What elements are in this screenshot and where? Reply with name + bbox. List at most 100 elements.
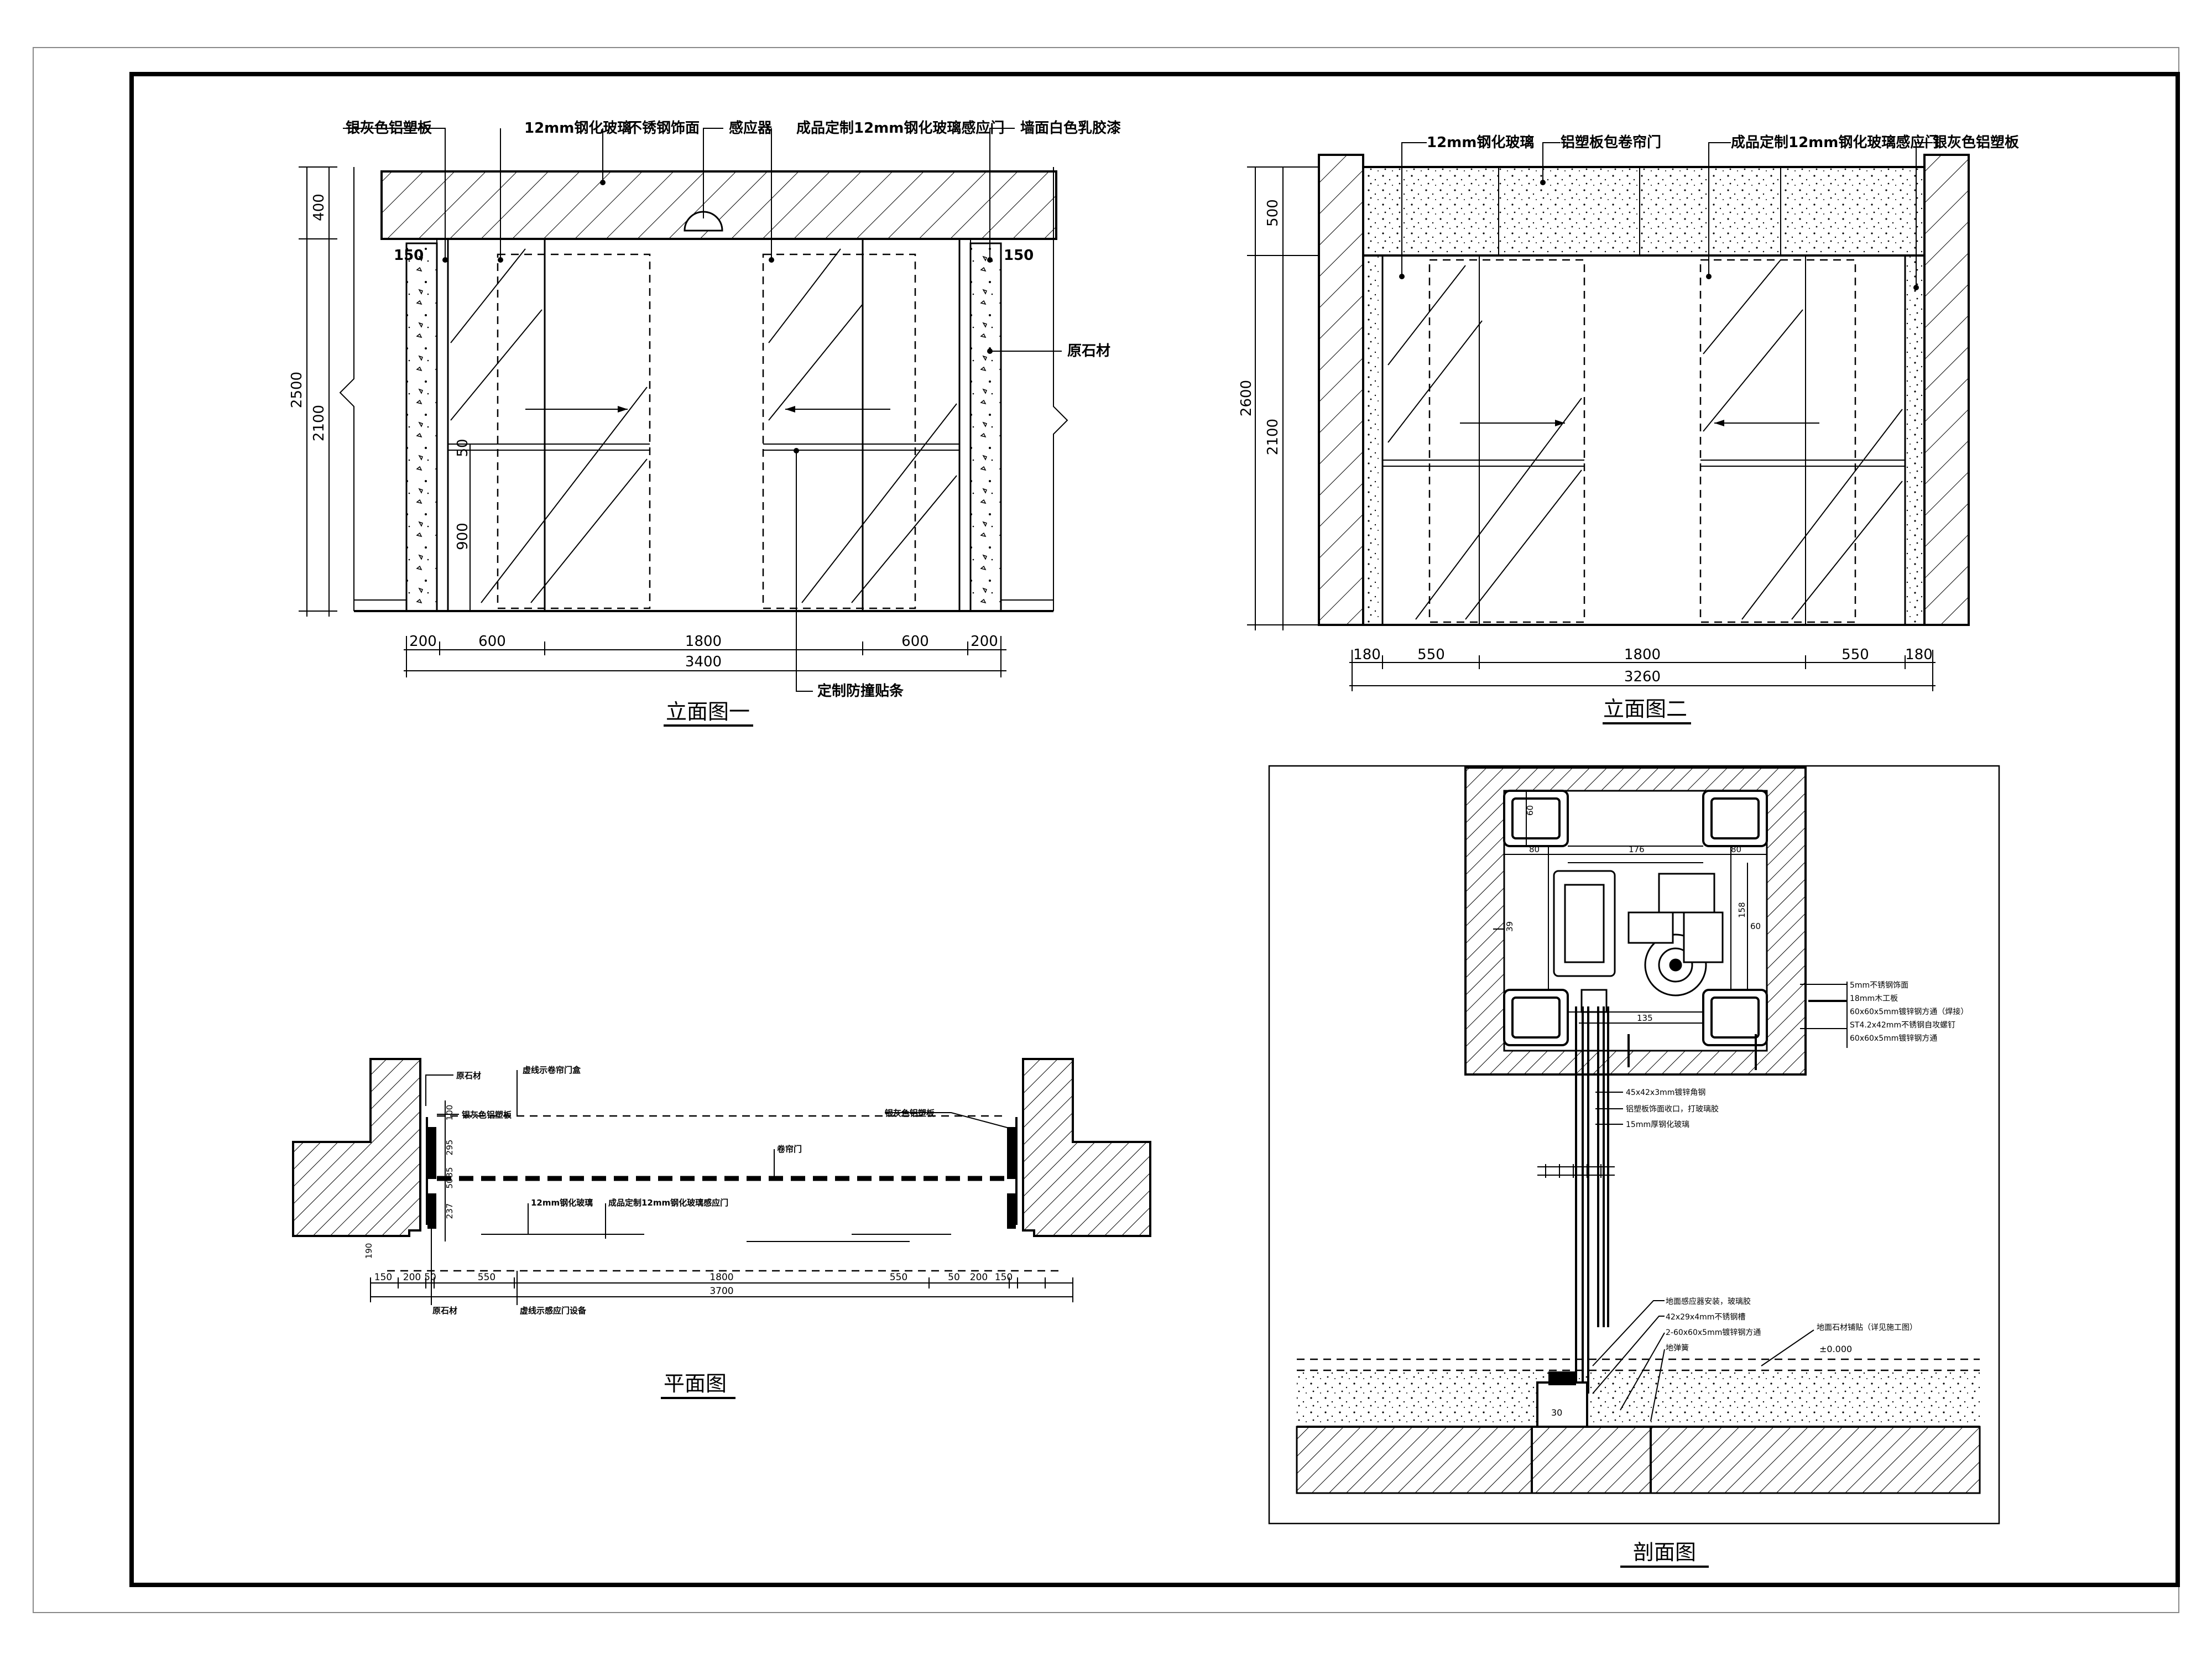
section-notes-right: 5mm不锈钢饰面 18mm木工板 60x60x5mm镀锌钢方通（焊接） ST4.… [1850, 981, 1968, 1043]
label-shutter: 卷帘门 [776, 1144, 802, 1154]
label-wall-paint: 墙面白色乳胶漆 [1020, 119, 1121, 137]
dim-h-total: 2500 [289, 372, 305, 408]
door-leaf-left [497, 253, 651, 609]
section-view: 60 80 176 80 39 158 60 135 30 [1268, 765, 2000, 1568]
dim-60-top: 60 [1525, 805, 1535, 816]
dim-w2: 550 [1417, 646, 1445, 663]
label-stone: 原石材 [1067, 343, 1110, 359]
wall-left [292, 1058, 421, 1237]
section-notes-low: 地面感应器安装，玻璃胶 42x29x4mm不锈钢槽 2-60x60x5mm镀锌钢… [1666, 1297, 1761, 1353]
label-panel-left: 银灰色铝塑板 [346, 119, 432, 137]
dim-v4: 50 [445, 1178, 455, 1188]
note-right-4: ST4.2x42mm不锈钢自攻螺钉 [1850, 1021, 1955, 1030]
elevation-1: 400 2500 2100 50 900 150 150 200 600 180… [289, 119, 1121, 727]
dim-w2: 600 [478, 633, 506, 650]
label-door: 成品定制12mm钢化玻璃感应门 [796, 119, 1004, 137]
left-wall [1318, 154, 1364, 626]
dim-w4: 550 [478, 1272, 495, 1283]
label-stone-top: 原石材 [456, 1071, 481, 1081]
dim-w-total: 3400 [685, 654, 722, 670]
dim-side-left: 150 [394, 247, 424, 264]
dim-158: 158 [1737, 902, 1747, 918]
wall-right [1022, 1058, 1151, 1237]
dim-135: 135 [1637, 1013, 1653, 1023]
title-elevation-1: 立面图一 [666, 700, 750, 724]
label-glass: 12mm钢化玻璃 [531, 1198, 593, 1208]
dim-w3: 50 [424, 1272, 436, 1283]
label-steel: 不锈钢饰面 [628, 120, 700, 137]
panel-left-strip [1362, 254, 1384, 626]
note-mid-2: 铝塑板饰面收口，打玻璃胶 [1626, 1104, 1719, 1114]
dim-80-left: 80 [1529, 844, 1540, 854]
note-right-5: 60x60x5mm镀锌钢方通 [1850, 1034, 1937, 1043]
note-right-2: 18mm木工板 [1850, 994, 1898, 1003]
label-shutter-box: 虚线示卷帘门盒 [523, 1065, 581, 1075]
dim-w3: 1800 [685, 633, 722, 650]
label-glass: 12mm钢化玻璃 [524, 119, 632, 137]
label-glass: 12mm钢化玻璃 [1427, 134, 1534, 151]
dim-w6: 550 [890, 1272, 907, 1283]
dim-v1: 100 [445, 1105, 455, 1121]
dim-w1: 180 [1353, 646, 1381, 663]
label-shutter: 铝塑板包卷帘门 [1561, 134, 1661, 151]
note-low-3: 2-60x60x5mm镀锌钢方通 [1666, 1328, 1761, 1337]
dim-60-right: 60 [1750, 921, 1761, 931]
shutter-header [1362, 166, 1926, 257]
label-sensor: 感应器 [729, 119, 773, 137]
label-panel-left: 银灰色铝塑板 [462, 1110, 512, 1120]
dim-v2: 295 [445, 1140, 455, 1156]
dim-h-top: 400 [311, 194, 327, 221]
dim-h-top: 500 [1265, 199, 1281, 227]
dim-side-right: 150 [1004, 247, 1034, 264]
steel-right [959, 238, 971, 612]
label-door: 成品定制12mm钢化玻璃感应门 [1731, 134, 1939, 151]
title-section: 剖面图 [1633, 1540, 1696, 1564]
dim-h-rail: 50 [455, 439, 471, 457]
label-sensor-device: 虚线示感应门设备 [520, 1306, 587, 1316]
dim-w4: 600 [901, 633, 929, 650]
label-panel: 银灰色铝塑板 [1933, 134, 2019, 151]
fixed-glass-left [447, 238, 546, 612]
dim-w-total: 3700 [709, 1286, 733, 1297]
title-plan: 平面图 [664, 1371, 727, 1396]
elevation-2: 500 2600 2100 180 550 1800 550 180 3260 … [1238, 134, 2019, 724]
dim-v3: 35 [445, 1167, 455, 1177]
dim-w3: 1800 [1624, 646, 1661, 663]
label-door: 成品定制12mm钢化玻璃感应门 [608, 1198, 728, 1208]
steel-left [436, 238, 448, 612]
dim-80-right: 80 [1731, 844, 1741, 854]
dim-w1: 150 [374, 1272, 392, 1283]
dim-v6: 190 [364, 1243, 374, 1259]
dim-w9: 150 [995, 1272, 1013, 1283]
dim-30: 30 [1551, 1407, 1562, 1418]
section-frame [1268, 765, 2000, 1525]
label-stone-bottom: 原石材 [432, 1306, 457, 1316]
dim-w5: 200 [971, 633, 998, 650]
dim-h-door: 2100 [311, 405, 327, 441]
label-panel-right: 银灰色铝塑板 [885, 1108, 935, 1118]
dim-39: 39 [1505, 921, 1515, 932]
section-notes-mid: 45x42x3mm镀锌角钢 铝塑板饰面收口，打玻璃胶 15mm厚钢化玻璃 [1626, 1088, 1719, 1129]
note-mid-1: 45x42x3mm镀锌角钢 [1626, 1088, 1705, 1097]
note-low-4: 地弹簧 [1666, 1344, 1689, 1353]
note-right-1: 5mm不锈钢饰面 [1850, 981, 1908, 990]
right-wall [1923, 154, 1970, 626]
dim-w1: 200 [409, 633, 437, 650]
stone-jamb-left [405, 242, 438, 612]
dim-w7: 50 [948, 1272, 960, 1283]
dim-h-low: 900 [455, 523, 471, 550]
door-leaf-left [1428, 259, 1585, 623]
dim-w5: 1800 [709, 1272, 733, 1283]
note-low-2: 42x29x4mm不锈钢槽 [1666, 1313, 1745, 1322]
plan-view: 150 200 50 550 1800 550 50 200 150 3700 … [292, 1058, 1151, 1399]
fixed-glass-right [862, 238, 961, 612]
note-mid-3: 15mm厚钢化玻璃 [1626, 1120, 1689, 1129]
note-right-3: 60x60x5mm镀锌钢方通（焊接） [1850, 1007, 1968, 1016]
dim-w5: 180 [1905, 646, 1933, 663]
dim-v5: 237 [445, 1203, 455, 1219]
dim-h-door: 2100 [1265, 419, 1281, 455]
title-elevation-2: 立面图二 [1603, 697, 1687, 721]
note-low-1: 地面感应器安装，玻璃胶 [1666, 1297, 1751, 1306]
dim-w2: 200 [403, 1272, 421, 1283]
door-leaf-right [1699, 259, 1856, 623]
